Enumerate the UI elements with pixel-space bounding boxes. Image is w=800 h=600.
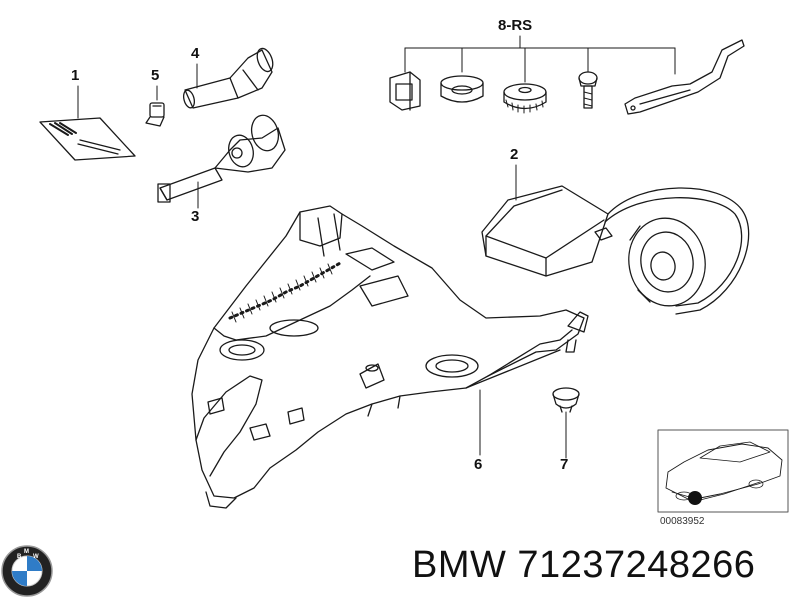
headlight-carrier-part [191,205,589,509]
svg-text:B: B [17,554,22,560]
callout-4: 4 [191,45,200,62]
svg-text:M: M [24,549,29,555]
leader-lines [77,35,676,459]
clip-part [552,387,580,413]
callout-6: 6 [474,456,483,473]
bulb-part [145,102,165,127]
car-location-inset [657,429,789,513]
callout-5: 5 [151,67,160,84]
svg-text:W: W [33,554,39,560]
socket-part [182,47,274,109]
connector-clip-part [389,71,421,111]
callout-1: 1 [71,67,80,84]
mounting-bracket-part [624,39,745,115]
callout-2: 2 [510,146,519,163]
control-unit-part [481,185,750,315]
bmw-roundel-logo: B M W [1,545,53,597]
callout-3: 3 [191,208,200,225]
xenon-bulb-part [157,114,286,203]
adjusting-wheel-part [503,83,547,114]
grommet-part [440,75,484,103]
igniter-part [628,217,706,307]
part-number-title: BMW 71237248266 [412,544,756,586]
callout-7: 7 [560,456,569,473]
callout-8-rs: 8-RS [498,17,533,34]
inset-ref-code: 00083952 [660,516,705,527]
screw-part [578,71,598,109]
warning-label-part [39,117,136,161]
